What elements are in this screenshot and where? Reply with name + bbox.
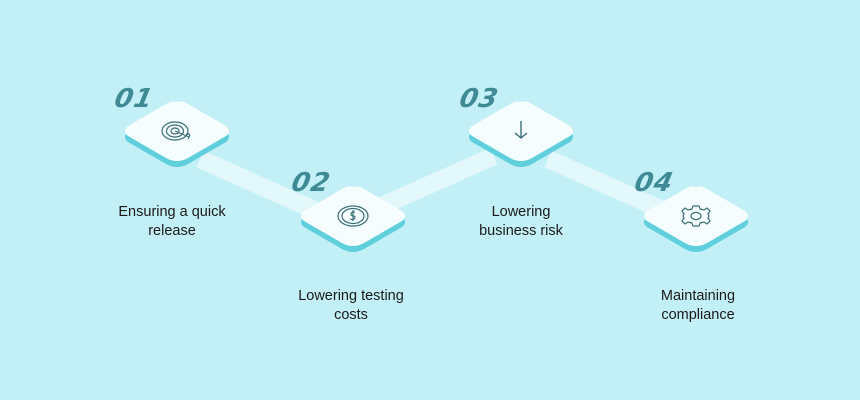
step-tile-2 (298, 183, 408, 253)
step-tile-1 (122, 98, 232, 168)
gear-icon (681, 205, 711, 227)
arrow-down-icon (514, 121, 528, 139)
step-tile-4 (641, 183, 751, 253)
step-tile-3 (466, 98, 576, 168)
dollar-coin-icon (337, 205, 369, 227)
target-icon (161, 121, 191, 141)
